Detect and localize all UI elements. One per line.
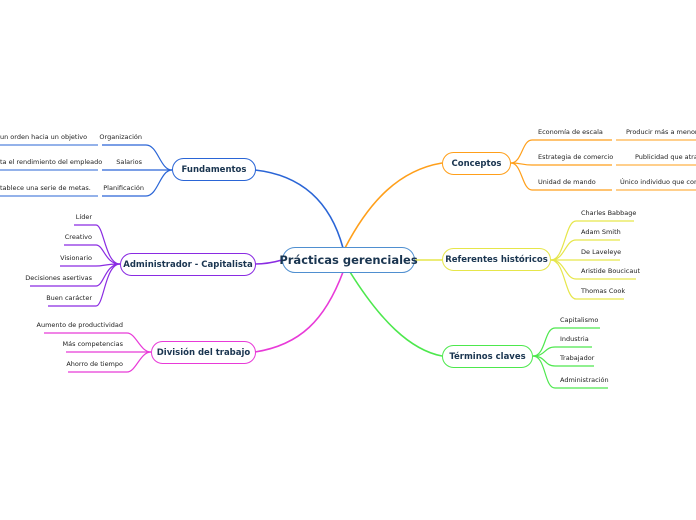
subtopic-ahorro-de-tiempo[interactable]: Ahorro de tiempo: [66, 360, 123, 368]
detail-economia-de-escala[interactable]: Producir más a menor pr: [626, 128, 696, 136]
topic-fundamentos[interactable]: Fundamentos: [172, 158, 256, 181]
topic-terminos-claves[interactable]: Términos claves: [442, 345, 533, 368]
edge-division: [254, 271, 344, 353]
edge-terminos: [349, 271, 443, 357]
subtopic-industria[interactable]: Industria: [560, 335, 589, 343]
detail-unidad-de-mando[interactable]: Único individuo que conduc: [620, 178, 696, 186]
subtopic-charles-babbage[interactable]: Charles Babbage: [581, 209, 637, 217]
subtopic-salarios[interactable]: Salarios: [116, 158, 142, 166]
subtopic-adam-smith[interactable]: Adam Smith: [581, 228, 621, 236]
subtopic-organizacion[interactable]: Organización: [99, 133, 142, 141]
edge-fundamentos: [254, 169, 344, 249]
subtopic-creativo[interactable]: Creativo: [64, 233, 92, 241]
subtopic-visionario[interactable]: Visionario: [60, 254, 92, 262]
subtopic-buen-caracter[interactable]: Buen carácter: [46, 294, 92, 302]
subtopic-aristide-boucicaut[interactable]: Aristide Boucicaut: [581, 267, 641, 275]
subtopic-trabajador[interactable]: Trabajador: [560, 354, 595, 362]
subtopic-de-laveleye[interactable]: De Laveleye: [581, 248, 622, 256]
subtopic-administracion[interactable]: Administración: [560, 376, 609, 384]
subtopic-aumento-de-productividad[interactable]: Aumento de productividad: [36, 321, 124, 329]
subtopic-estrategia-de-comercio[interactable]: Estrategia de comercio: [538, 153, 614, 161]
edge-administrador: [254, 259, 283, 265]
detail-estrategia-de-comercio[interactable]: Publicidad que atrae a: [635, 153, 696, 161]
subtopic-lider[interactable]: Líder: [75, 213, 92, 221]
subtopic-capitalismo[interactable]: Capitalismo: [560, 316, 599, 324]
topic-administrador-capitalista[interactable]: Administrador - Capitalista: [120, 253, 256, 276]
subtopic-planificacion[interactable]: Planificación: [103, 184, 144, 192]
topic-referentes-historicos[interactable]: Referentes históricos: [442, 248, 551, 271]
central-topic[interactable]: Prácticas gerenciales: [279, 247, 418, 273]
subtopic-thomas-cook[interactable]: Thomas Cook: [581, 287, 626, 295]
subtopic-unidad-de-mando[interactable]: Unidad de mando: [538, 178, 596, 186]
topic-conceptos[interactable]: Conceptos: [442, 152, 511, 175]
detail-organizacion[interactable]: un orden hacia un objetivo: [0, 133, 88, 141]
subtopic-economia-de-escala[interactable]: Economía de escala: [538, 128, 603, 136]
detail-planificacion[interactable]: tablece una serie de metas.: [0, 184, 91, 192]
edge-conceptos: [344, 162, 443, 249]
subtopic-mas-competencias[interactable]: Más competencias: [62, 340, 123, 348]
subtopic-decisiones-asertivas[interactable]: Decisiones asertivas: [25, 274, 92, 282]
topic-division-del-trabajo[interactable]: División del trabajo: [151, 341, 256, 364]
detail-salarios[interactable]: ta el rendimiento del empleado: [0, 158, 103, 166]
